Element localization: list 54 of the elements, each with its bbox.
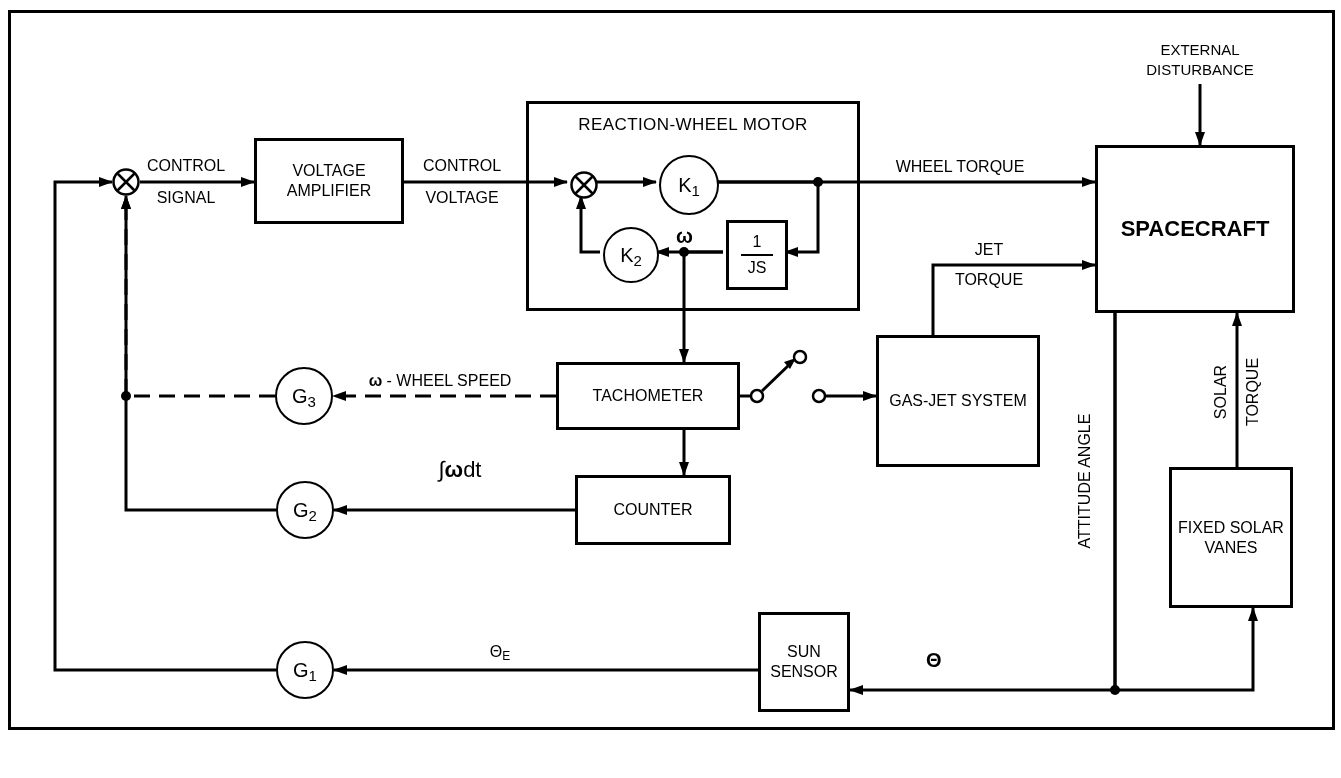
block-label: JS — [746, 258, 768, 278]
edge-label: JET TORQUE — [953, 240, 1025, 290]
block-label: SUN SENSOR — [769, 642, 839, 682]
block-label: 1 — [751, 232, 763, 252]
edge-label: WHEEL TORQUE — [894, 157, 1026, 177]
arrow — [121, 195, 276, 512]
block-label: SPACECRAFT — [1119, 219, 1271, 239]
gain-label: G$_{2}$ — [293, 498, 317, 525]
arrow — [1232, 312, 1242, 467]
block-label: VOLTAGE AMPLIFIER — [285, 161, 373, 201]
motor-group-box — [526, 101, 860, 311]
edge-label: ATTITUDE ANGLE — [1075, 412, 1094, 551]
arrow — [404, 177, 568, 187]
arrow — [1195, 84, 1205, 146]
gain-label: G$_{1}$ — [293, 658, 317, 685]
switch-symbol — [750, 348, 826, 406]
summing-junction — [112, 168, 140, 196]
edge-label: CONTROL VOLTAGE — [421, 156, 503, 208]
dashed-arrow — [332, 391, 556, 401]
gain-label: K$_{1}$ — [678, 173, 700, 200]
arrow — [333, 665, 758, 675]
connector-line — [740, 394, 750, 398]
arrow — [1113, 313, 1258, 692]
edge-label: Θ$_{E}$ — [488, 642, 512, 665]
disturbance-text: EXTERNAL DISTURBANCE — [1130, 40, 1270, 84]
amplifier-block — [254, 138, 404, 224]
block-label: FIXED SOLAR VANES — [1177, 517, 1285, 558]
arrow — [53, 177, 276, 672]
arrow — [679, 250, 723, 363]
signal-label: Θ — [926, 650, 942, 670]
tachometer-block — [556, 362, 740, 430]
counter-block — [575, 475, 731, 545]
group-title: REACTION-WHEEL MOTOR — [577, 114, 809, 136]
gas-jet-block — [876, 335, 1040, 467]
block-label: COUNTER — [612, 500, 694, 520]
solar-vanes-block — [1169, 467, 1293, 608]
signal-label: ω — [676, 226, 693, 246]
arrow — [931, 260, 1096, 335]
edge-label: ω - WHEEL SPEED — [367, 371, 513, 391]
arrow — [333, 505, 575, 515]
block-label: GAS-JET SYSTEM — [888, 391, 1028, 411]
arrow — [679, 430, 689, 476]
sun-sensor-block — [758, 612, 850, 712]
gain-label: K$_{2}$ — [620, 243, 642, 270]
gain-label: G$_{3}$ — [292, 384, 316, 411]
edge-label: CONTROL SIGNAL — [145, 156, 227, 208]
arrow — [140, 177, 255, 187]
transfer-function-block — [726, 220, 788, 290]
edge-label: SOLAR TORQUE — [1211, 356, 1262, 429]
edge-label: ∫ωdt — [436, 456, 483, 484]
spacecraft-block — [1095, 145, 1295, 313]
summing-junction — [570, 171, 598, 199]
block-label: TACHOMETER — [591, 386, 705, 406]
arrow — [826, 391, 877, 401]
